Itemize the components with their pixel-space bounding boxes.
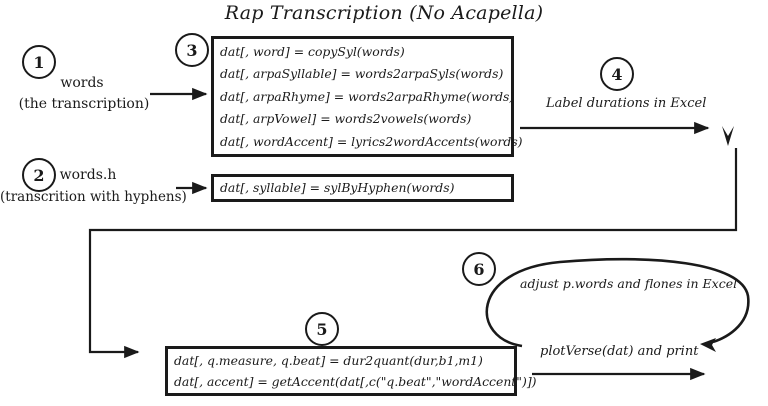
wordsh-label: words.h	[59, 167, 117, 183]
flow-path-to-box5	[88, 148, 738, 359]
box3-line-4: dat[, arpVowel] = words2vowels(words)	[220, 111, 472, 127]
words-note: (the transcription)	[18, 96, 150, 112]
loop-arrowhead	[700, 338, 716, 352]
fletched-arrow-tail	[722, 126, 734, 146]
box3-line-5: dat[, wordAccent] = lyrics2wordAccents(w…	[220, 133, 523, 149]
box5-line-1: dat[, q.measure, q.beat] = dur2quant(dur…	[174, 353, 483, 368]
box-step-3: dat[, word] = copySyl(words) dat[, arpaS…	[211, 36, 523, 157]
step-3-circle: 3	[175, 33, 209, 67]
box3-line-2: dat[, arpaSyllable] = words2arpaSyls(wor…	[220, 66, 504, 82]
box5-line-2: dat[, accent] = getAccent(dat[,c("q.beat…	[174, 374, 537, 389]
box-step-5: dat[, q.measure, q.beat] = dur2quant(dur…	[165, 346, 537, 396]
box-step-2: dat[, syllable] = sylByHyphen(words)	[211, 174, 514, 202]
step-4-text: Label durations in Excel	[546, 96, 707, 111]
step-1-circle: 1	[22, 45, 56, 79]
box2-line-1: dat[, syllable] = sylByHyphen(words)	[220, 180, 455, 195]
wordsh-note: (transcrition with hyphens)	[0, 189, 187, 205]
box3-line-3: dat[, arpaRhyme] = words2arpaRhyme(words…	[220, 88, 515, 104]
step-4-circle: 4	[600, 57, 634, 91]
step-5-circle: 5	[305, 312, 339, 346]
loop-ellipse	[485, 257, 750, 348]
step-2-circle: 2	[22, 158, 56, 192]
plot-text: plotVerse(dat) and print	[540, 344, 699, 359]
words-label: words	[60, 75, 104, 91]
diagram-title: Rap Transcription (No Acapella)	[224, 2, 544, 24]
box3-line-1: dat[, word] = copySyl(words)	[220, 44, 405, 59]
step-6-circle: 6	[462, 252, 496, 286]
step-6-text: adjust p.words and flones in Excel	[520, 276, 738, 291]
